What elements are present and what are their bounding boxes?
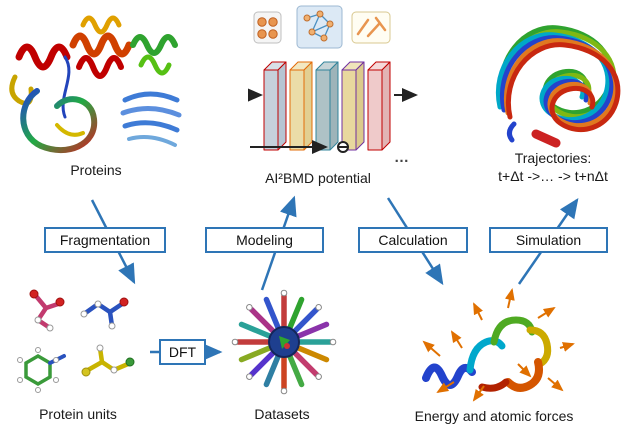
protein-units-label: Protein units: [39, 406, 117, 422]
force-vectors: [422, 288, 575, 402]
nn-input-icons: [253, 5, 391, 49]
process-step-calculation: Calculation: [358, 227, 468, 253]
process-step-fragmentation: Fragmentation: [44, 227, 166, 253]
nn-flow-arrows: [248, 88, 418, 154]
trajectories-illustration: [496, 25, 621, 148]
potential-label: AI²BMD potential: [265, 170, 371, 186]
trajectories-formula: t+Δt ->… -> t+nΔt: [498, 167, 608, 184]
dataset-spokes: [235, 293, 333, 391]
dataset-spoke-tips: [231, 289, 337, 395]
energy-forces-illustration: [422, 288, 575, 402]
fragments-icon: [351, 11, 391, 44]
protein-ribbons: [9, 15, 182, 153]
protein-units-illustration: [17, 289, 135, 393]
datasets-illustration: [231, 289, 337, 395]
process-step-modeling: Modeling: [205, 227, 324, 253]
dataset-core: [268, 326, 300, 358]
molecules-icon: [253, 11, 282, 44]
proteins-illustration: [9, 15, 182, 153]
neural-network-layers: …: [248, 61, 418, 166]
process-step-simulation: Simulation: [489, 227, 608, 253]
rainbow-ribbon: [422, 316, 552, 392]
trajectory-bundle: [496, 25, 621, 148]
nn-layer-slabs: [263, 61, 391, 151]
proteins-label: Proteins: [70, 162, 122, 178]
datasets-label: Datasets: [254, 406, 310, 422]
graph-icon: [296, 5, 343, 49]
energy-forces-label: Energy and atomic forces: [414, 408, 574, 424]
trajectories-label: Trajectories: t+Δt ->… -> t+nΔt: [478, 150, 628, 185]
nn-ellipsis: …: [394, 149, 409, 166]
trajectories-title: Trajectories:: [514, 150, 592, 166]
small-molecules: [17, 289, 135, 393]
dft-box: DFT: [159, 339, 206, 365]
